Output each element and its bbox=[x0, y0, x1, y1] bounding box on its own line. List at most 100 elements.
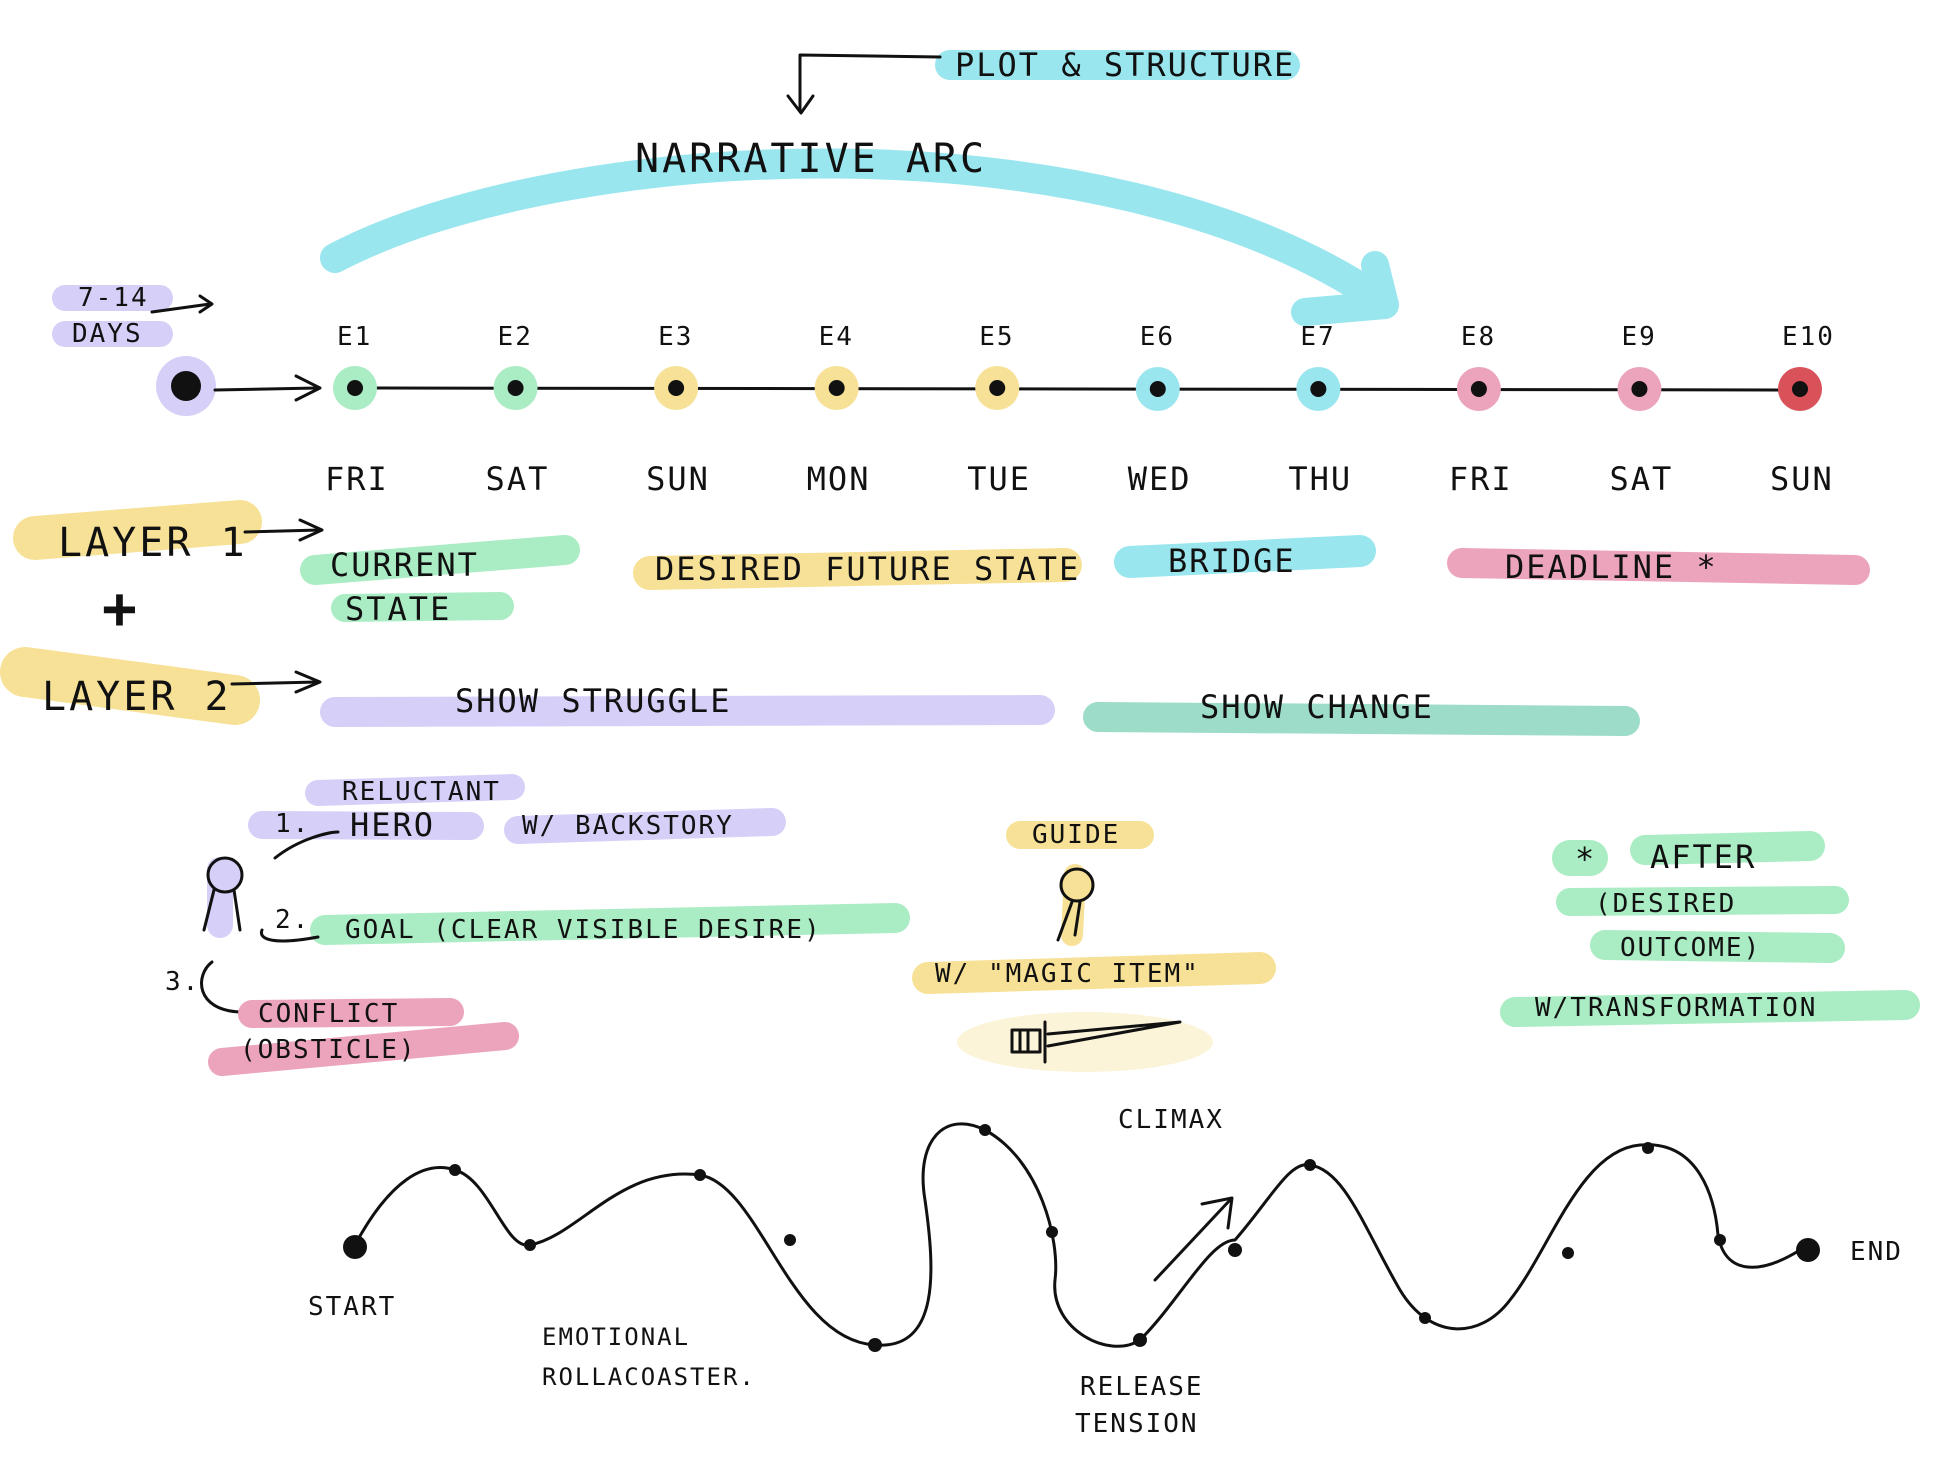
rollercoaster-dot bbox=[1133, 1333, 1147, 1347]
episode-day-label: SAT bbox=[486, 460, 550, 498]
episode-day-label: TUE bbox=[967, 460, 1031, 498]
plot-label: PLOT & STRUCTURE bbox=[955, 46, 1295, 84]
desired-outcome-line-1: (DESIRED bbox=[1595, 889, 1736, 919]
guide-label: GUIDE bbox=[1032, 820, 1120, 850]
end-label: END bbox=[1850, 1237, 1903, 1267]
deadline-label: DEADLINE * bbox=[1505, 548, 1718, 586]
layer-2-highlight bbox=[0, 647, 260, 725]
layer-2-arrow bbox=[230, 680, 320, 686]
episode-node bbox=[1149, 381, 1166, 397]
goal-connector bbox=[259, 928, 320, 943]
episode-code-label: E8 bbox=[1461, 322, 1496, 352]
layer-1-arrow bbox=[243, 528, 322, 534]
hero-figure-head bbox=[206, 856, 244, 894]
start-arrowhead bbox=[294, 374, 322, 402]
rollercoaster-start-dot bbox=[343, 1235, 367, 1259]
episode-day-label: MON bbox=[807, 460, 871, 498]
guide-figure-icon bbox=[1056, 864, 1095, 946]
layer-2-arrowhead bbox=[294, 670, 322, 694]
sword-handle bbox=[1010, 1028, 1042, 1054]
rollercoaster-dot bbox=[868, 1338, 882, 1352]
hero-figure-leg bbox=[232, 888, 242, 932]
show-struggle: SHOW STRUGGLE bbox=[455, 682, 731, 720]
hero-number-1: 1. bbox=[275, 809, 310, 839]
narrative-arc-arrowhead bbox=[1291, 251, 1399, 326]
episode-node bbox=[347, 380, 363, 396]
desired-future-state: DESIRED FUTURE STATE bbox=[655, 550, 1080, 588]
start-label: START bbox=[308, 1292, 396, 1322]
episode-node bbox=[668, 380, 685, 396]
episode-code-label: E2 bbox=[498, 322, 533, 352]
deadline-highlight bbox=[1447, 548, 1870, 585]
emotional-label-line-1: EMOTIONAL bbox=[542, 1323, 690, 1351]
current-state-line-1: CURRENT bbox=[330, 546, 479, 584]
rollercoaster-dot bbox=[1419, 1312, 1431, 1324]
episode-code-label: E6 bbox=[1140, 322, 1175, 352]
episode-node bbox=[1310, 381, 1327, 397]
episode-code-label: E5 bbox=[979, 322, 1014, 352]
episode-day-label: SUN bbox=[1770, 460, 1834, 498]
episode-node bbox=[1631, 381, 1648, 397]
release-tension-line-1: RELEASE bbox=[1080, 1372, 1204, 1402]
duration-arrow bbox=[150, 302, 212, 314]
goal-label: GOAL (CLEAR VISIBLE DESIRE) bbox=[345, 915, 822, 945]
after-notes: * AFTER (DESIRED OUTCOME) W/TRANSFORMATI… bbox=[1500, 831, 1920, 1027]
hero-highlight bbox=[248, 811, 484, 840]
emotional-rollercoaster: START END CLIMAX EMOTIONAL ROLLACOASTER.… bbox=[308, 1105, 1903, 1439]
layer-1-row: LAYER 1 + CURRENT STATE DESIRED FUTURE S… bbox=[13, 500, 1870, 642]
timeline-episodes: E1FRIE2SATE3SUNE4MONE5TUEE6WEDE7THUE8FRI… bbox=[325, 322, 1834, 498]
conflict-label: CONFLICT bbox=[258, 999, 399, 1029]
episode-node bbox=[1470, 381, 1487, 397]
magic-item-label: W/ "MAGIC ITEM" bbox=[935, 959, 1200, 989]
rollercoaster-dot bbox=[1228, 1243, 1242, 1257]
magic-sword-icon bbox=[1010, 1020, 1182, 1064]
guide-figure-body bbox=[1056, 900, 1074, 942]
layer-2-row: LAYER 2 SHOW STRUGGLE SHOW CHANGE bbox=[0, 647, 1640, 736]
layers-plus-sign: + bbox=[102, 574, 137, 642]
narrative-arc-label: NARRATIVE ARC bbox=[635, 136, 987, 182]
bridge-highlight bbox=[1114, 535, 1376, 578]
struggle-highlight bbox=[320, 695, 1055, 727]
narrative-arc: NARRATIVE ARC bbox=[320, 136, 1399, 326]
after-star: * bbox=[1575, 840, 1596, 878]
backstory-highlight bbox=[504, 808, 786, 844]
start-arrow bbox=[213, 386, 320, 392]
obstacle-label: (OBSTICLE) bbox=[240, 1035, 417, 1065]
layer-1-label: LAYER 1 bbox=[58, 520, 248, 566]
transformation-label: W/TRANSFORMATION bbox=[1535, 993, 1817, 1023]
rollercoaster-dot bbox=[524, 1239, 536, 1251]
rollercoaster-curve bbox=[353, 1122, 1802, 1348]
climax-arrow bbox=[1153, 1198, 1232, 1282]
emotional-label-line-2: ROLLACOASTER. bbox=[542, 1363, 756, 1391]
hero-connector bbox=[273, 830, 340, 860]
conflict-connector bbox=[200, 960, 242, 1014]
hero-label: HERO bbox=[350, 806, 435, 844]
climax-label: CLIMAX bbox=[1118, 1105, 1224, 1135]
guide-notes: GUIDE W/ "MAGIC ITEM" bbox=[912, 820, 1276, 1072]
desired-outcome-line-2: OUTCOME) bbox=[1620, 933, 1761, 963]
hero-notes: RELUCTANT 1. HERO W/ BACKSTORY 2. GOAL (… bbox=[165, 774, 910, 1076]
backstory-label: W/ BACKSTORY bbox=[522, 811, 734, 841]
duration-arrowhead bbox=[198, 294, 214, 314]
rollercoaster-dot bbox=[694, 1169, 706, 1181]
show-change: SHOW CHANGE bbox=[1200, 688, 1434, 726]
hero-figure-icon bbox=[202, 856, 244, 938]
reluctant-label: RELUCTANT bbox=[342, 777, 501, 807]
episode-code-label: E9 bbox=[1621, 322, 1656, 352]
episode-day-label: FRI bbox=[1449, 460, 1513, 498]
episode-node bbox=[989, 380, 1006, 396]
timeline-start bbox=[156, 356, 322, 416]
plot-structure-annotation: PLOT & STRUCTURE bbox=[786, 46, 1300, 115]
episode-node bbox=[1792, 381, 1808, 397]
rollercoaster-dot bbox=[1304, 1159, 1316, 1171]
layer-1-highlight bbox=[13, 500, 262, 560]
release-tension-line-2: TENSION bbox=[1075, 1409, 1199, 1439]
episode-code-label: E7 bbox=[1300, 322, 1335, 352]
hero-figure-body bbox=[202, 888, 216, 932]
plot-connector-arrow bbox=[798, 53, 942, 112]
episode-code-label: E1 bbox=[337, 322, 372, 352]
rollercoaster-dot bbox=[1642, 1142, 1654, 1154]
duration-range: 7-14 bbox=[78, 283, 149, 313]
hero-number-2: 2. bbox=[275, 905, 310, 935]
